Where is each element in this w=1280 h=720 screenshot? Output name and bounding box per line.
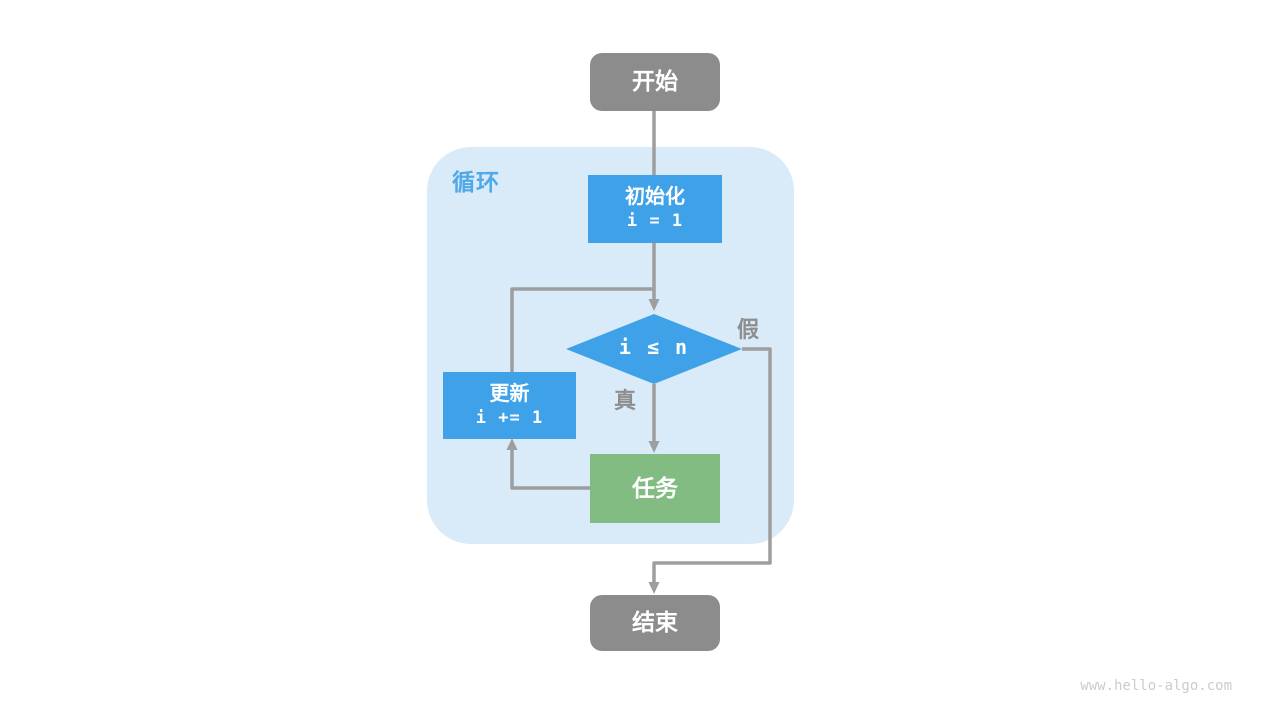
condition-diamond-shape [566, 314, 742, 384]
node-update-code: i += 1 [475, 407, 544, 428]
node-start-label: 开始 [632, 68, 678, 95]
node-update-title: 更新 [489, 382, 530, 405]
node-init-title: 初始化 [625, 186, 685, 209]
node-end: 结束 [590, 595, 720, 651]
arrowhead-into-update [506, 438, 518, 450]
edge-update-junction [510, 287, 654, 372]
node-init: 初始化 i = 1 [588, 175, 722, 243]
condition-diamond-label: i ≤ n [618, 335, 690, 359]
node-end-label: 结束 [632, 609, 678, 636]
arrowhead-into-end [648, 582, 660, 594]
edge-task-update [510, 450, 590, 490]
watermark-text: www.hello-algo.com [1080, 678, 1232, 694]
node-update: 更新 i += 1 [443, 372, 576, 439]
arrowhead-into-condition [648, 299, 660, 311]
branch-false-label: 假 [737, 317, 760, 342]
branch-true-label: 真 [614, 388, 637, 413]
node-start: 开始 [590, 53, 720, 111]
node-task: 任务 [590, 454, 720, 523]
node-init-code: i = 1 [626, 211, 684, 232]
node-task-label: 任务 [632, 474, 678, 501]
edge-condition-end [652, 347, 772, 583]
arrowhead-into-task [648, 441, 660, 453]
loop-label: 循环 [452, 169, 500, 195]
